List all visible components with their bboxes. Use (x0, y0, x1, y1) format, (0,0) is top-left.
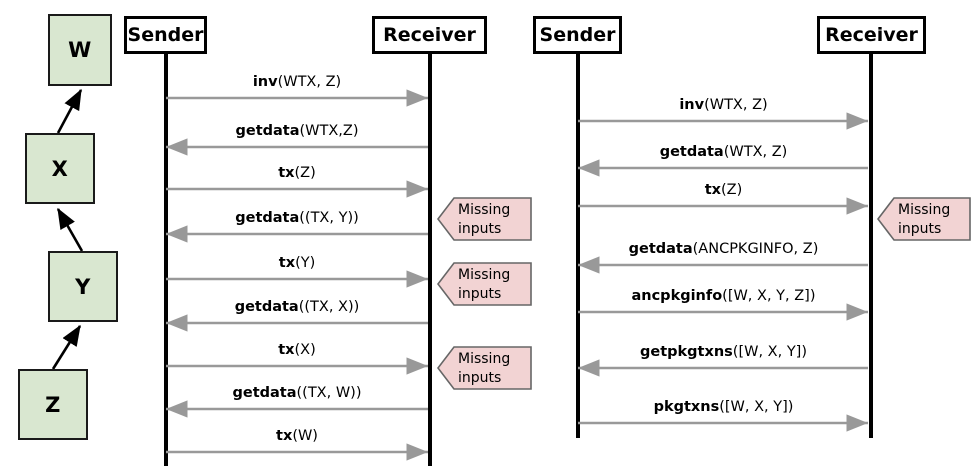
message-verb: inv (252, 74, 278, 90)
message-label: inv(WTX, Z) (578, 97, 869, 114)
tx-node-y: Y (48, 251, 118, 322)
tx-node-w: W (48, 14, 112, 86)
message-label: ancpkginfo([W, X, Y, Z]) (578, 288, 869, 305)
message-verb: tx (278, 255, 296, 271)
message-verb: tx (278, 165, 295, 181)
actor-box-sender: Sender (124, 16, 207, 54)
dag-edges (51, 88, 84, 370)
message-args: ([W, X, Y, Z]) (722, 288, 816, 304)
message-label: getdata((TX, Y)) (166, 210, 428, 227)
callout-line-1: Missing (458, 351, 511, 367)
message-args: (Y) (295, 255, 316, 271)
tx-node-label: Z (45, 392, 61, 417)
actor-box-receiver: Receiver (817, 16, 926, 54)
message-verb: getpkgtxns (640, 344, 733, 360)
callout-shape (437, 346, 532, 390)
message-verb: tx (704, 182, 722, 198)
lifeline-receiver (428, 54, 432, 466)
message-label: getdata(WTX, Z) (578, 144, 869, 161)
message-label: pkgtxns([W, X, Y]) (578, 399, 869, 416)
message-verb: getdata (235, 123, 300, 139)
message-args: ((TX, X)) (298, 299, 360, 315)
callout-line-1: Missing (898, 202, 951, 218)
message-label: tx(Z) (166, 165, 428, 182)
callout-line-2: inputs (458, 370, 502, 387)
callout-line-2: inputs (458, 221, 502, 238)
callout-shape (877, 197, 971, 241)
message-args: (WTX, Z) (704, 97, 768, 113)
message-args: (X) (294, 342, 316, 358)
message-arrows-left (166, 89, 428, 461)
lifeline-receiver (869, 54, 873, 438)
callout-line-1: Missing (458, 202, 511, 218)
actor-label: Receiver (825, 24, 918, 46)
actor-box-receiver: Receiver (372, 16, 487, 54)
callout-line-1: Missing (458, 267, 511, 283)
callout-text: Missing inputs (898, 201, 950, 240)
missing-inputs-callout: Missing inputs (877, 197, 971, 241)
tx-node-label: X (51, 156, 69, 181)
message-args: ((TX, W)) (296, 385, 362, 401)
message-label: getdata(ANCPKGINFO, Z) (578, 241, 869, 258)
message-args: (ANCPKGINFO, Z) (692, 241, 819, 257)
missing-inputs-callout: Missing inputs (437, 346, 532, 390)
tx-node-z: Z (18, 369, 88, 440)
message-args: (W) (292, 428, 318, 444)
message-label: getdata((TX, X)) (166, 299, 428, 316)
message-args: (Z) (294, 165, 316, 181)
message-args: (WTX,Z) (299, 123, 359, 139)
callout-shape (437, 197, 532, 241)
message-label: getpkgtxns([W, X, Y]) (578, 344, 869, 361)
actor-label: Sender (127, 24, 204, 46)
message-verb: pkgtxns (653, 399, 720, 415)
actor-label: Sender (539, 24, 616, 46)
message-args: ([W, X, Y]) (732, 344, 807, 360)
callout-text: Missing inputs (458, 350, 510, 389)
message-label: inv(WTX, Z) (166, 74, 428, 91)
tx-node-label: W (68, 38, 92, 62)
message-label: tx(Z) (578, 182, 869, 199)
message-label: tx(X) (166, 342, 428, 359)
callout-text: Missing inputs (458, 201, 510, 240)
dag-edge-x-w (56, 88, 83, 134)
message-arrows-right (578, 112, 868, 432)
message-verb: ancpkginfo (631, 288, 723, 304)
message-args: ([W, X, Y]) (719, 399, 794, 415)
message-label: getdata((TX, W)) (166, 385, 428, 402)
lifeline-sender (164, 54, 168, 466)
callout-line-2: inputs (898, 221, 942, 238)
missing-inputs-callout: Missing inputs (437, 262, 532, 306)
message-verb: getdata (234, 299, 299, 315)
message-verb: getdata (628, 241, 693, 257)
callout-text: Missing inputs (458, 266, 510, 305)
callout-shape (437, 262, 532, 306)
actor-box-sender: Sender (533, 16, 622, 54)
tx-node-x: X (25, 133, 95, 204)
missing-inputs-callout: Missing inputs (437, 197, 532, 241)
message-args: ((TX, Y)) (299, 210, 359, 226)
message-verb: getdata (659, 144, 724, 160)
tx-node-label: Y (75, 274, 91, 299)
message-args: (WTX, Z) (277, 74, 342, 90)
message-label: tx(W) (166, 428, 428, 445)
message-args: (Z) (721, 182, 743, 198)
message-label: tx(Y) (166, 255, 428, 272)
message-verb: inv (679, 97, 705, 113)
callout-line-2: inputs (458, 286, 502, 303)
actor-label: Receiver (383, 24, 476, 46)
message-args: (WTX, Z) (723, 144, 788, 160)
message-verb: getdata (232, 385, 297, 401)
dag-edge-z-y (51, 324, 82, 370)
message-label: getdata(WTX,Z) (166, 123, 428, 140)
dag-edge-y-x (56, 207, 84, 252)
message-verb: tx (278, 342, 295, 358)
message-verb: getdata (235, 210, 300, 226)
lifeline-sender (576, 54, 580, 438)
message-verb: tx (276, 428, 293, 444)
